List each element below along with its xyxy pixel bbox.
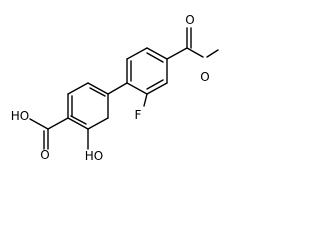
- ring-a-inner-bond: [70, 115, 87, 125]
- ester-methyl-bond: [206, 49, 219, 58]
- ring-b-bond: [146, 82, 168, 95]
- ring-a-bond: [67, 117, 89, 130]
- atom-label-layer: O HO HO F O O: [11, 13, 210, 163]
- ring-b-bond: [126, 47, 148, 60]
- ring-a-bond: [67, 82, 89, 95]
- carboxyl-oxygen-label: O: [40, 148, 49, 162]
- carboxyl-oh-bond: [29, 118, 49, 130]
- fluorine-label: F: [135, 108, 142, 122]
- phenol-hydroxyl-label: HO: [85, 149, 103, 163]
- structure-canvas: O HO HO F O O: [11, 13, 219, 163]
- ester-oxygen-label: O: [200, 70, 209, 84]
- bond-layer: [29, 27, 219, 150]
- ring-a-bond: [87, 82, 109, 95]
- ester-carbonyl-oxygen-label: O: [185, 13, 194, 27]
- ring-b-bond: [126, 82, 148, 95]
- ester-bond: [166, 47, 188, 60]
- fluorine-bond: [143, 93, 148, 107]
- ring-b-inner-bond: [146, 79, 164, 90]
- ring-b-bond: [146, 47, 168, 60]
- biaryl-bond: [107, 82, 128, 95]
- ring-a-inner-bond: [89, 87, 106, 97]
- ester-o-bond: [186, 47, 204, 58]
- carboxyl-hydroxyl-label: HO: [11, 109, 29, 123]
- carboxyl-bond: [47, 117, 69, 130]
- ring-b-inner-bond: [146, 52, 164, 63]
- molecule-structure: O HO HO F O O: [11, 13, 219, 163]
- ring-a-bond: [87, 117, 109, 130]
